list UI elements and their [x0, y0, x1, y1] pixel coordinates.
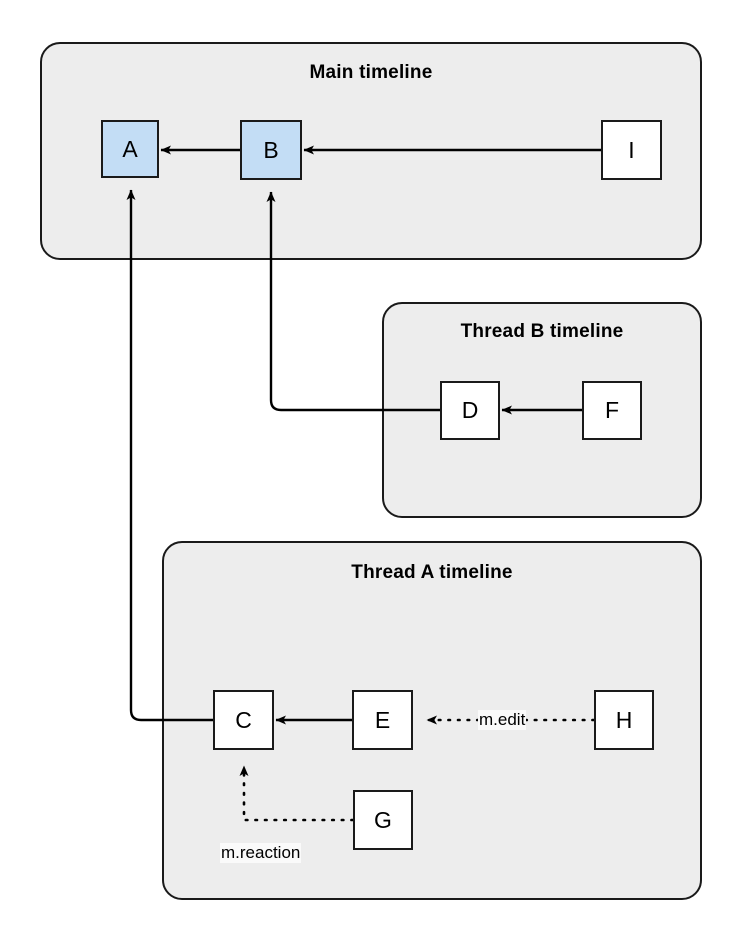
node-i[interactable]: I	[601, 120, 662, 180]
node-e-label: E	[374, 706, 391, 733]
edge-label-m-reaction: m.reaction	[220, 843, 302, 863]
node-b-label: B	[263, 136, 279, 163]
node-c-label: C	[235, 706, 252, 733]
node-d[interactable]: D	[440, 381, 500, 440]
node-h[interactable]: H	[594, 690, 654, 750]
node-i-label: I	[628, 136, 635, 163]
node-g-label: G	[374, 806, 392, 833]
node-f[interactable]: F	[582, 381, 642, 440]
node-c[interactable]: C	[213, 690, 274, 750]
container-thread-b-timeline: Thread B timeline	[382, 302, 702, 518]
node-a-label: A	[122, 135, 138, 162]
node-d-label: D	[461, 397, 479, 423]
edge-label-m-edit: m.edit	[478, 710, 527, 730]
thread-a-timeline-title: Thread A timeline	[351, 562, 513, 583]
node-g[interactable]: G	[353, 790, 413, 850]
main-timeline-title: Main timeline	[309, 62, 433, 83]
node-b[interactable]: B	[240, 120, 302, 180]
node-f-label: F	[604, 397, 620, 423]
thread-b-timeline-title: Thread B timeline	[460, 321, 624, 342]
node-e[interactable]: E	[352, 690, 413, 750]
node-a[interactable]: A	[101, 120, 159, 178]
node-h-label: H	[615, 706, 633, 733]
